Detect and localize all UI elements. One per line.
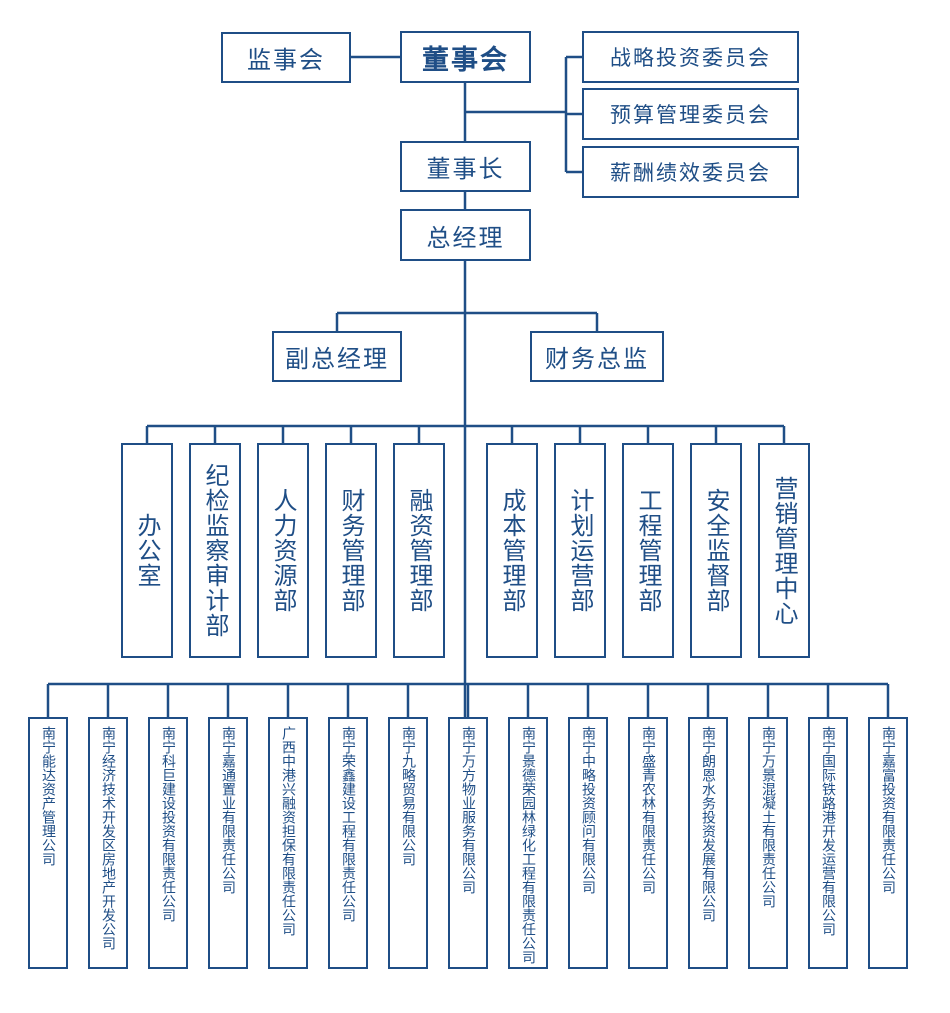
company-label: 南宁万方物业服务有限公司 xyxy=(460,726,476,894)
dept-label: 成本管理部 xyxy=(498,488,526,613)
committee-strategy-box: 战略投资委员会 xyxy=(582,31,799,83)
company-label: 南宁能达资产管理公司 xyxy=(40,726,56,866)
company-label: 南宁朗恩水务投资发展有限公司 xyxy=(700,726,716,922)
chairman-label: 董事长 xyxy=(426,155,505,183)
company-box: 南宁经济技术开发区房地产开发公司 xyxy=(88,717,128,969)
company-label: 南宁荣鑫建设工程有限责任公司 xyxy=(340,726,356,922)
company-box: 南宁能达资产管理公司 xyxy=(28,717,68,969)
company-box: 南宁国际铁路港开发运营有限公司 xyxy=(808,717,848,969)
dept-financing: 融资管理部 xyxy=(393,443,445,658)
company-box: 南宁嘉富投资有限责任公司 xyxy=(868,717,908,969)
dept-label: 财务管理部 xyxy=(337,488,365,613)
dept-safety: 安全监督部 xyxy=(690,443,742,658)
company-box: 南宁朗恩水务投资发展有限公司 xyxy=(688,717,728,969)
company-label: 南宁经济技术开发区房地产开发公司 xyxy=(100,726,116,950)
company-box: 南宁盛青农林有限责任公司 xyxy=(628,717,668,969)
company-label: 南宁中略投资顾问有限公司 xyxy=(580,726,596,894)
dept-finance: 财务管理部 xyxy=(325,443,377,658)
committee-strategy-label: 战略投资委员会 xyxy=(610,46,771,70)
company-box: 南宁景德荣园林绿化工程有限责任公司 xyxy=(508,717,548,969)
dept-engineering: 工程管理部 xyxy=(622,443,674,658)
company-label: 南宁盛青农林有限责任公司 xyxy=(640,726,656,894)
company-label: 南宁万景混凝土有限责任公司 xyxy=(760,726,776,908)
company-label: 南宁景德荣园林绿化工程有限责任公司 xyxy=(520,726,536,964)
company-label: 广西中港兴融资担保有限责任公司 xyxy=(280,726,296,936)
dept-label: 纪检监察审计部 xyxy=(201,463,229,638)
company-label: 南宁科巨建设投资有限责任公司 xyxy=(160,726,176,922)
company-box: 南宁嘉通置业有限责任公司 xyxy=(208,717,248,969)
company-box: 南宁科巨建设投资有限责任公司 xyxy=(148,717,188,969)
committee-compensation-label: 薪酬绩效委员会 xyxy=(610,161,771,185)
general-manager-box: 总经理 xyxy=(400,209,531,261)
dept-office: 办公室 xyxy=(121,443,173,658)
company-label: 南宁国际铁路港开发运营有限公司 xyxy=(820,726,836,936)
board-box: 董事会 xyxy=(400,31,531,83)
dept-label: 营销管理中心 xyxy=(770,475,798,626)
dept-label: 工程管理部 xyxy=(634,488,662,613)
company-box: 南宁万景混凝土有限责任公司 xyxy=(748,717,788,969)
chairman-box: 董事长 xyxy=(400,141,531,192)
company-box: 南宁荣鑫建设工程有限责任公司 xyxy=(328,717,368,969)
supervisory-board-label: 监事会 xyxy=(247,46,325,74)
supervisory-board-box: 监事会 xyxy=(221,32,351,83)
dept-marketing: 营销管理中心 xyxy=(758,443,810,658)
dept-label: 人力资源部 xyxy=(269,488,297,613)
cfo-label: 财务总监 xyxy=(545,345,649,373)
dept-hr: 人力资源部 xyxy=(257,443,309,658)
committee-budget-label: 预算管理委员会 xyxy=(610,103,771,127)
company-label: 南宁九略贸易有限公司 xyxy=(400,726,416,866)
committee-compensation-box: 薪酬绩效委员会 xyxy=(582,146,799,198)
dept-label: 融资管理部 xyxy=(405,488,433,613)
committee-budget-box: 预算管理委员会 xyxy=(582,88,799,140)
company-box: 南宁万方物业服务有限公司 xyxy=(448,717,488,969)
deputy-gm-box: 副总经理 xyxy=(272,331,402,382)
dept-cost: 成本管理部 xyxy=(486,443,538,658)
company-box: 南宁九略贸易有限公司 xyxy=(388,717,428,969)
dept-discipline-audit: 纪检监察审计部 xyxy=(189,443,241,658)
cfo-box: 财务总监 xyxy=(530,331,664,382)
deputy-gm-label: 副总经理 xyxy=(285,345,389,373)
dept-label: 办公室 xyxy=(133,513,161,588)
board-label: 董事会 xyxy=(422,44,509,76)
dept-planning: 计划运营部 xyxy=(554,443,606,658)
company-label: 南宁嘉富投资有限责任公司 xyxy=(880,726,896,894)
company-box: 广西中港兴融资担保有限责任公司 xyxy=(268,717,308,969)
dept-label: 安全监督部 xyxy=(702,488,730,613)
company-label: 南宁嘉通置业有限责任公司 xyxy=(220,726,236,894)
dept-label: 计划运营部 xyxy=(566,488,594,613)
general-manager-label: 总经理 xyxy=(426,223,505,252)
company-box: 南宁中略投资顾问有限公司 xyxy=(568,717,608,969)
